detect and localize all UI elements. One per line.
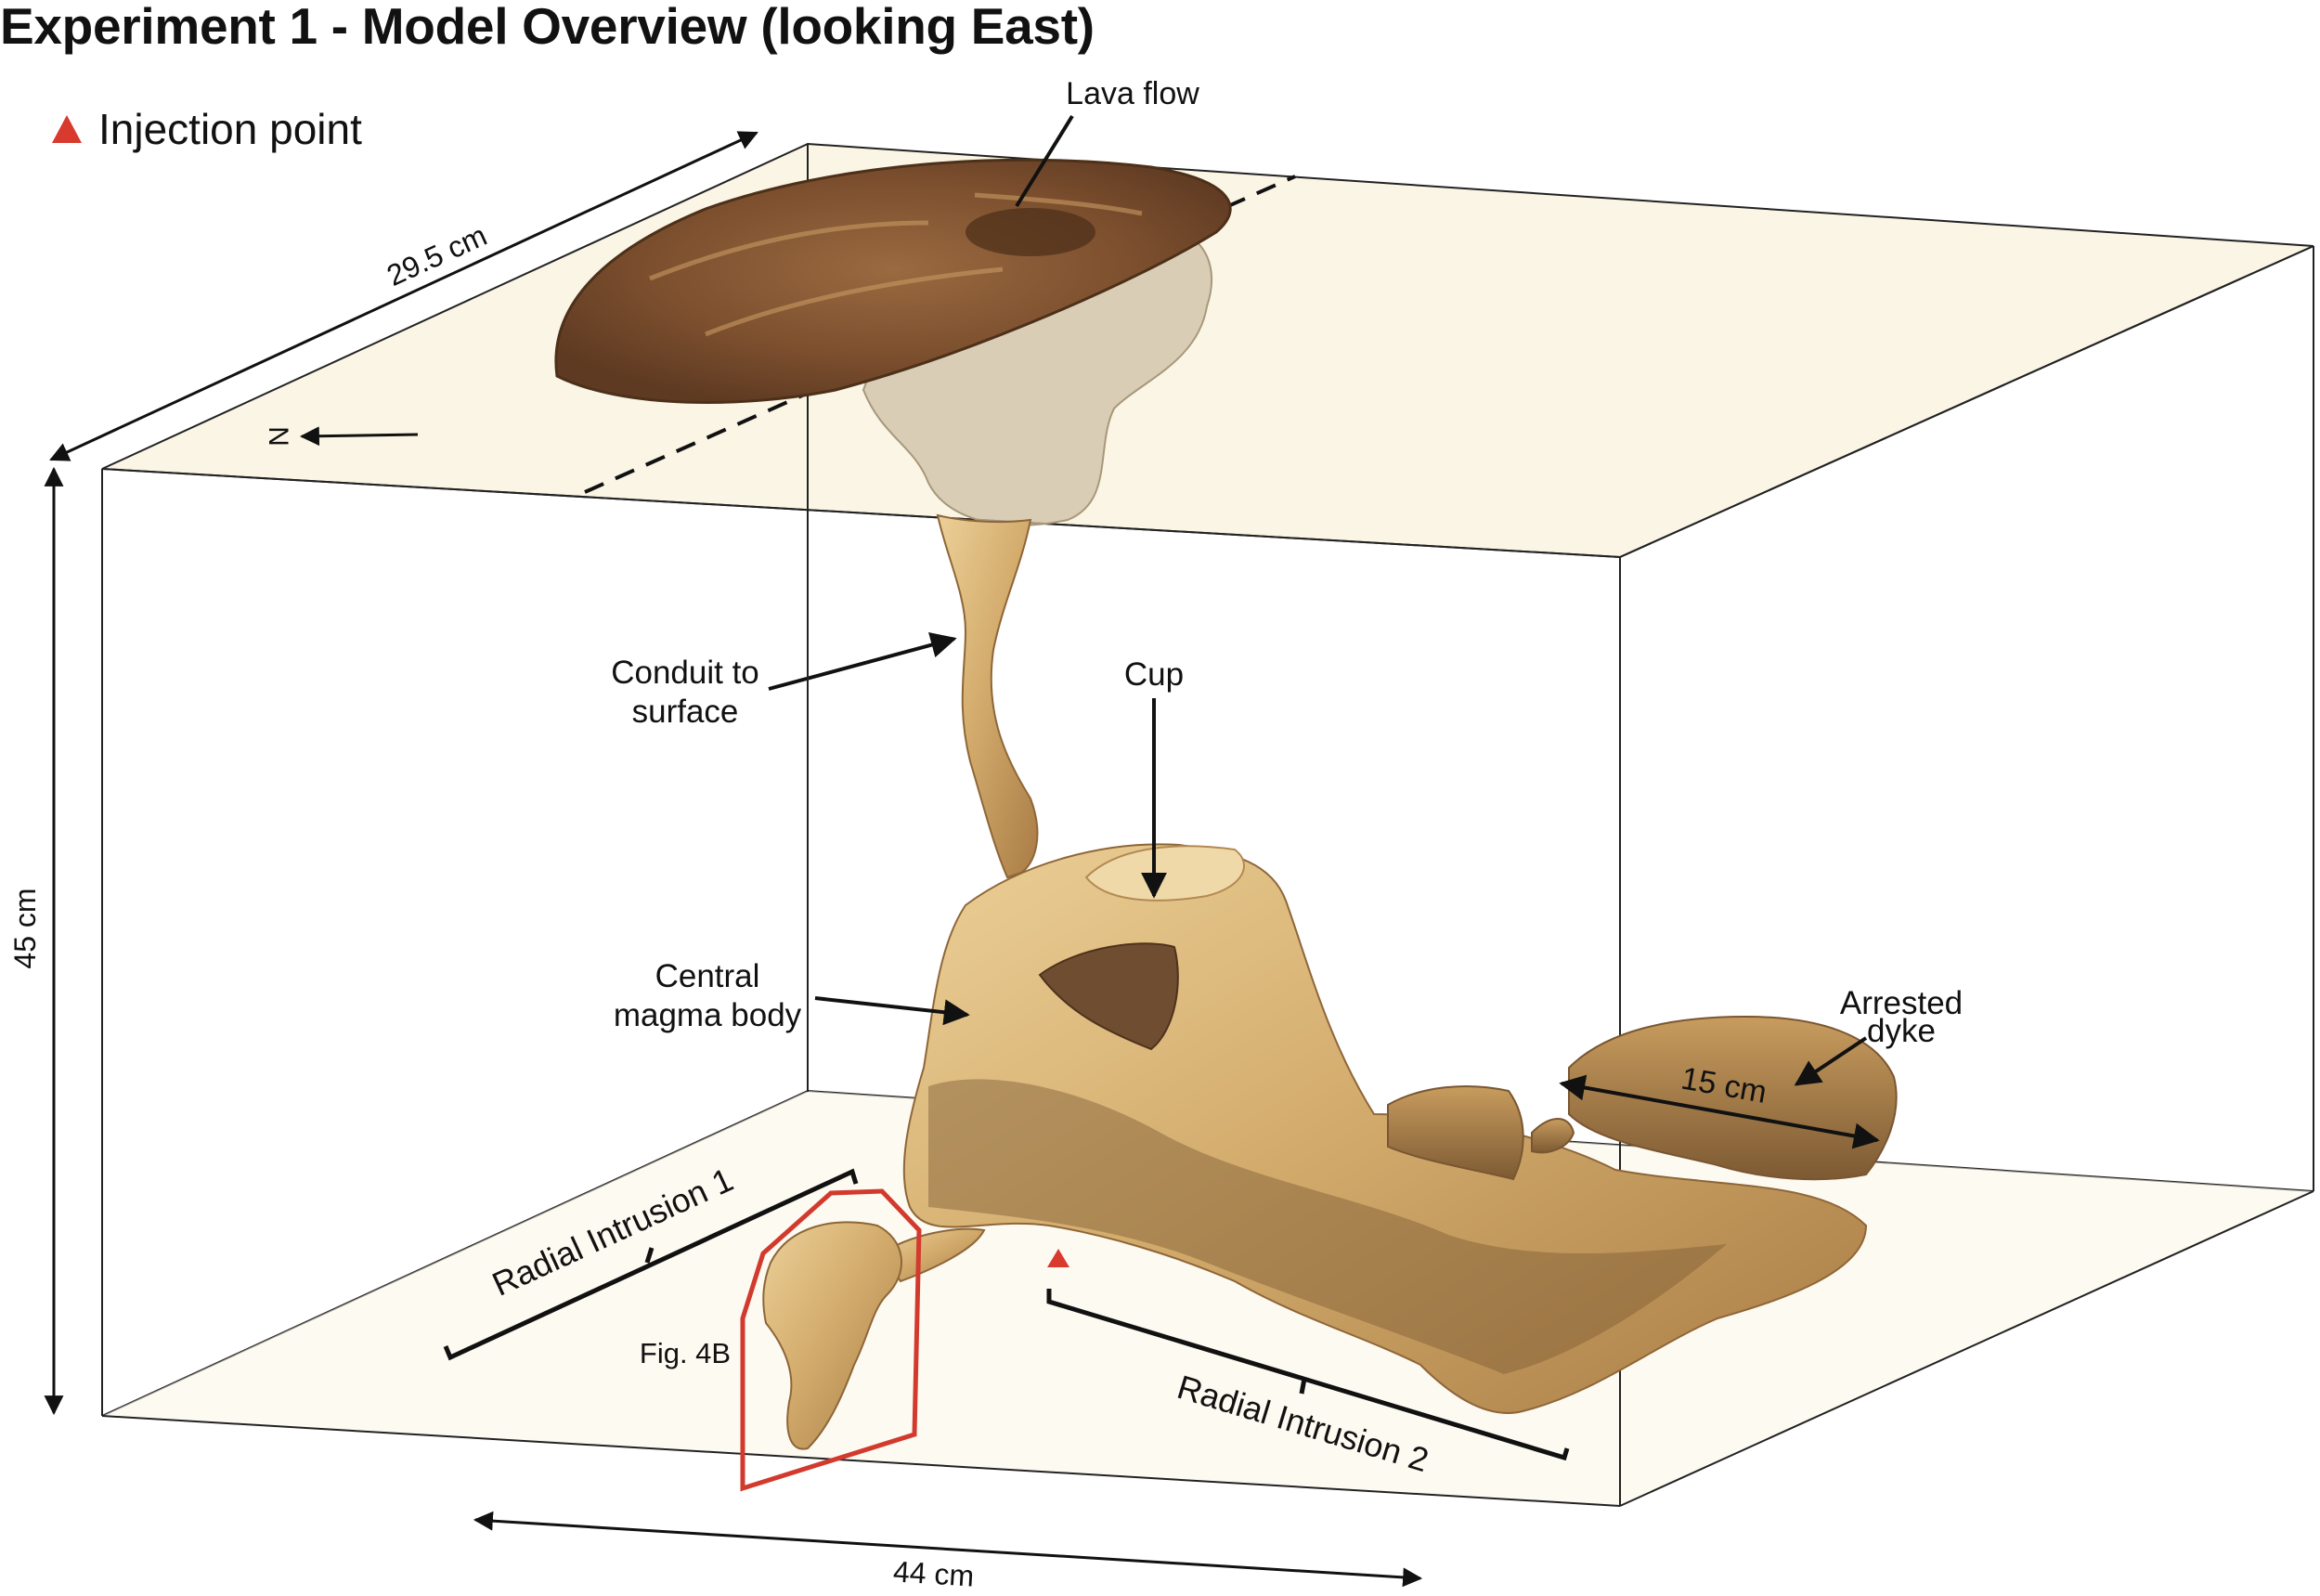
- label-dim-height: 45 cm: [8, 888, 42, 968]
- label-dim-width: 44 cm: [892, 1554, 975, 1592]
- callout-conduit: [768, 632, 957, 691]
- label-central-line1: Central: [655, 958, 760, 994]
- north-arrow-icon: [299, 426, 419, 447]
- label-cup: Cup: [1124, 656, 1184, 693]
- radial-intrusion-1: [880, 1227, 986, 1283]
- callout-lava-flow: [1015, 114, 1074, 208]
- label-arrested-line1: Arrested: [1840, 985, 1963, 1021]
- dim-arrow-width: [473, 1511, 1423, 1588]
- callout-central-body: [814, 996, 970, 1026]
- conduit: [936, 513, 1039, 879]
- label-lava-flow: Lava flow: [1066, 76, 1199, 111]
- label-central-line2: magma body: [614, 997, 802, 1033]
- box-front-edge: [1619, 245, 2314, 558]
- label-arrested-line2: dyke: [1867, 1013, 1936, 1049]
- magma-body-shadow: [928, 1079, 1727, 1374]
- callout-arrested-dyke: [1794, 1036, 1868, 1086]
- bracket-radial-2: [1046, 1289, 1570, 1461]
- dark-inclusion: [1038, 942, 1179, 1051]
- injection-point-marker: [1047, 1249, 1069, 1267]
- box-front-edge: [101, 1415, 1621, 1507]
- fig-4b-frame: [740, 1188, 922, 1492]
- bracket-radial-2-tick: [1299, 1378, 1307, 1395]
- box-front-edge: [101, 468, 1621, 558]
- bracket-radial-1-tick: [644, 1247, 655, 1264]
- box-front-edge: [1619, 1190, 2314, 1507]
- dim-arrow-dyke: [1559, 1074, 1880, 1149]
- bracket-radial-1: [443, 1168, 859, 1361]
- lava-flow-texture: [966, 208, 1095, 256]
- label-conduit-line1: Conduit to: [611, 655, 759, 691]
- rock-fragment: [1387, 1085, 1524, 1181]
- label-fig-4b: Fig. 4B: [640, 1337, 731, 1369]
- fig-4b-fragment: [762, 1221, 902, 1450]
- dim-arrow-depth: [49, 131, 758, 461]
- label-north: N: [263, 426, 293, 447]
- label-conduit-line2: surface: [632, 694, 739, 730]
- page-title: Experiment 1 - Model Overview (looking E…: [0, 0, 1095, 55]
